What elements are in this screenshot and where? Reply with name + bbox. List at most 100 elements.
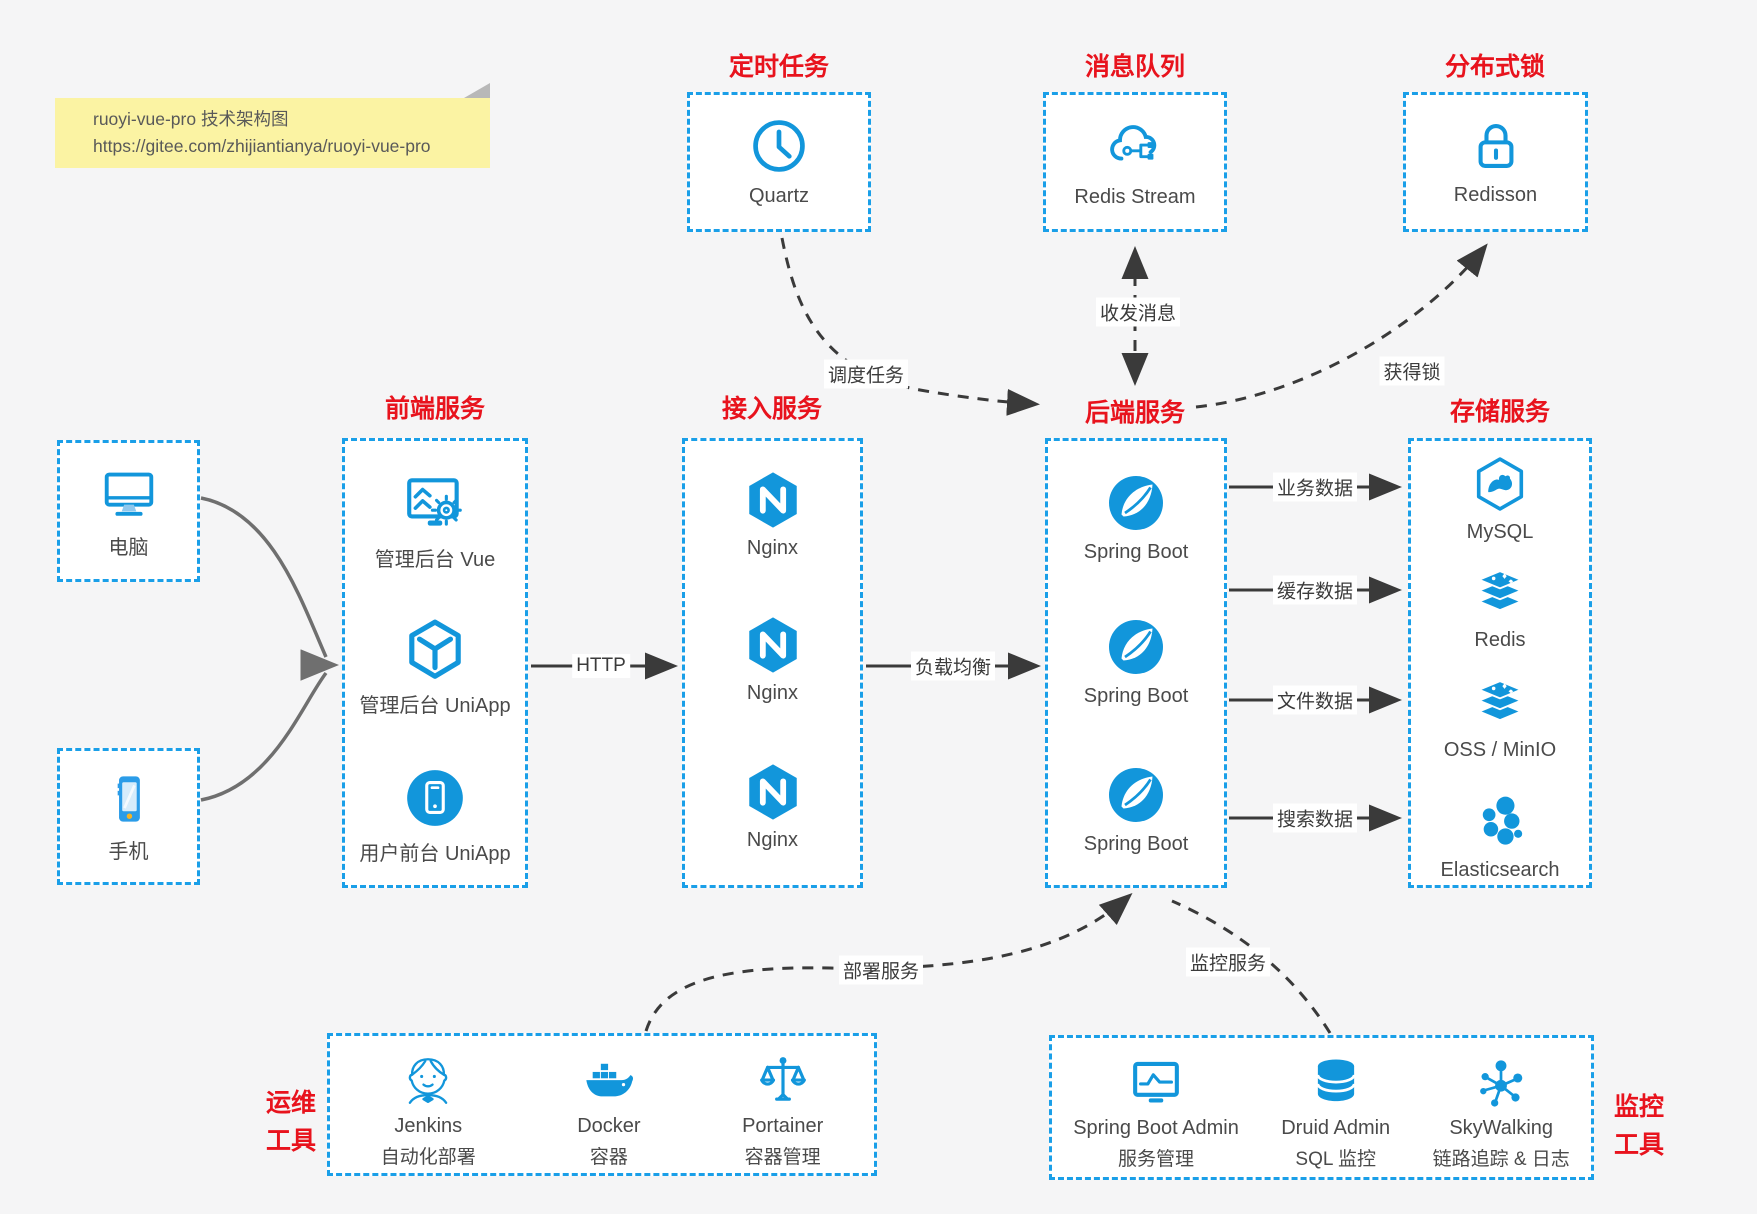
- gateway-item-nginx: Nginx: [685, 761, 860, 852]
- item-label: Druid Admin: [1281, 1117, 1391, 1139]
- backend-box: Spring Boot Spring Boot Spring Boot: [1045, 438, 1227, 888]
- clock-icon: [749, 116, 809, 176]
- client-label: 手机: [108, 840, 149, 863]
- gateway-item-nginx: Nginx: [685, 469, 860, 560]
- item-label: Spring Boot: [1083, 833, 1189, 855]
- item-label: Redis: [1474, 629, 1526, 651]
- uniapp-cube-icon: [402, 617, 468, 683]
- ops-title-line: 运维: [265, 1089, 316, 1117]
- edge-label-business-data: 业务数据: [1272, 472, 1358, 502]
- desktop-icon: [98, 462, 160, 524]
- backend-item-springboot: Spring Boot: [1048, 763, 1224, 856]
- column-title-frontend: 前端服务: [384, 395, 486, 423]
- client-label: 电脑: [108, 537, 149, 559]
- ops-item-jenkins: Jenkins 自动化部署: [381, 1052, 476, 1169]
- item-label: Nginx: [746, 537, 799, 559]
- item-sublabel: 链路追踪 & 日志: [1432, 1149, 1570, 1170]
- monitor-tools-title: 监控 工具: [1606, 1088, 1672, 1164]
- jenkins-icon: [399, 1052, 457, 1110]
- client-arrows: [200, 496, 339, 802]
- cloud-stream-icon: [1104, 115, 1166, 177]
- ops-tools-box: Jenkins 自动化部署 Docker 容器 Portainer 容器管理: [327, 1033, 877, 1176]
- edge-label-message: 收发消息: [1095, 297, 1181, 327]
- item-label: Jenkins: [394, 1115, 463, 1137]
- edge-label-schedule: 调度任务: [823, 359, 909, 389]
- monitor-tools-box: Spring Boot Admin 服务管理 Druid Admin SQL 监…: [1049, 1035, 1594, 1180]
- monitor-item-spring-boot-admin: Spring Boot Admin 服务管理: [1073, 1054, 1239, 1171]
- gateway-item-nginx: Nginx: [685, 614, 860, 705]
- edge-label-load-balance: 负载均衡: [910, 651, 996, 681]
- edge-label-deploy: 部署服务: [838, 955, 924, 985]
- nginx-icon: [742, 761, 804, 823]
- monitor-item-skywalking: SkyWalking 链路追踪 & 日志: [1433, 1054, 1570, 1171]
- item-sublabel: 容器: [589, 1147, 628, 1168]
- mysql-icon: [1471, 455, 1529, 513]
- edge-label-monitor: 监控服务: [1185, 947, 1271, 977]
- storage-item-oss-minio: OSS / MinIO: [1411, 673, 1589, 762]
- redis-stack-icon: [1471, 563, 1529, 621]
- note-title: ruoyi-vue-pro 技术架构图: [93, 109, 289, 129]
- storage-item-elasticsearch: Elasticsearch: [1411, 793, 1589, 882]
- frontend-item-admin-uniapp: 管理后台 UniApp: [345, 617, 525, 718]
- distributed-lock-box: Redisson: [1403, 92, 1588, 232]
- monitor-item-druid: Druid Admin SQL 监控: [1281, 1054, 1390, 1171]
- frontend-item-admin-vue: 管理后台 Vue: [345, 471, 525, 572]
- item-label: Spring Boot: [1083, 685, 1189, 707]
- edge-label-search-data: 搜索数据: [1272, 803, 1358, 833]
- item-label: Nginx: [746, 682, 799, 704]
- nginx-icon: [742, 469, 804, 531]
- item-label: Quartz: [748, 185, 810, 207]
- item-sublabel: 服务管理: [1118, 1149, 1195, 1170]
- group-title-scheduled-task: 定时任务: [728, 53, 830, 81]
- item-label: SkyWalking: [1449, 1117, 1554, 1139]
- sticky-note: ruoyi-vue-pro 技术架构图 https://gitee.com/zh…: [55, 83, 490, 168]
- item-sublabel: SQL 监控: [1295, 1149, 1376, 1170]
- item-label: Spring Boot: [1083, 541, 1189, 563]
- message-queue-box: Redis Stream: [1043, 92, 1227, 232]
- item-label: Docker: [577, 1115, 641, 1137]
- storage-box: MySQL Redis OSS / MinIO Elasticsearch: [1408, 438, 1592, 888]
- item-label: Portainer: [742, 1115, 824, 1137]
- phone-icon: [100, 770, 158, 828]
- note-url: https://gitee.com/zhijiantianya/ruoyi-vu…: [93, 136, 431, 156]
- item-label: MySQL: [1466, 521, 1534, 543]
- item-label: 用户前台 UniApp: [359, 843, 511, 865]
- item-label: OSS / MinIO: [1443, 739, 1557, 761]
- item-label: 管理后台 UniApp: [359, 695, 511, 717]
- column-title-gateway: 接入服务: [721, 395, 823, 423]
- edge-label-lock: 获得锁: [1379, 356, 1445, 386]
- admin-vue-icon: [402, 471, 468, 537]
- spring-icon: [1104, 763, 1168, 827]
- column-title-storage: 存储服务: [1449, 398, 1551, 426]
- frontend-item-user-uniapp: 用户前台 UniApp: [345, 765, 525, 866]
- item-label: Elasticsearch: [1440, 859, 1560, 881]
- item-label: Redis Stream: [1074, 186, 1196, 208]
- user-app-icon: [402, 765, 468, 831]
- elasticsearch-icon: [1471, 793, 1529, 851]
- client-phone-box: 手机: [57, 748, 200, 885]
- ops-title-line: 工具: [265, 1127, 316, 1155]
- item-label: Redisson: [1453, 184, 1538, 206]
- scheduled-task-box: Quartz: [687, 92, 871, 232]
- storage-item-redis: Redis: [1411, 563, 1589, 652]
- client-desktop-box: 电脑: [57, 440, 200, 582]
- skywalking-icon: [1472, 1054, 1530, 1112]
- monitor-title-line: 监控: [1613, 1093, 1664, 1121]
- group-title-distributed-lock: 分布式锁: [1444, 53, 1546, 81]
- spring-icon: [1104, 615, 1168, 679]
- note-fold-corner: [464, 83, 490, 98]
- monitor-title-line: 工具: [1613, 1131, 1664, 1159]
- ops-item-portainer: Portainer 容器管理: [742, 1052, 823, 1169]
- group-title-message-queue: 消息队列: [1084, 53, 1186, 81]
- gateway-box: Nginx Nginx Nginx: [682, 438, 863, 888]
- item-sublabel: 容器管理: [744, 1147, 821, 1168]
- edge-label-cache-data: 缓存数据: [1272, 575, 1358, 605]
- spring-icon: [1104, 471, 1168, 535]
- druid-icon: [1307, 1054, 1365, 1112]
- backend-item-springboot: Spring Boot: [1048, 615, 1224, 708]
- ops-tools-title: 运维 工具: [258, 1084, 324, 1160]
- storage-item-mysql: MySQL: [1411, 455, 1589, 544]
- ops-item-docker: Docker 容器: [577, 1052, 641, 1169]
- backend-item-springboot: Spring Boot: [1048, 471, 1224, 564]
